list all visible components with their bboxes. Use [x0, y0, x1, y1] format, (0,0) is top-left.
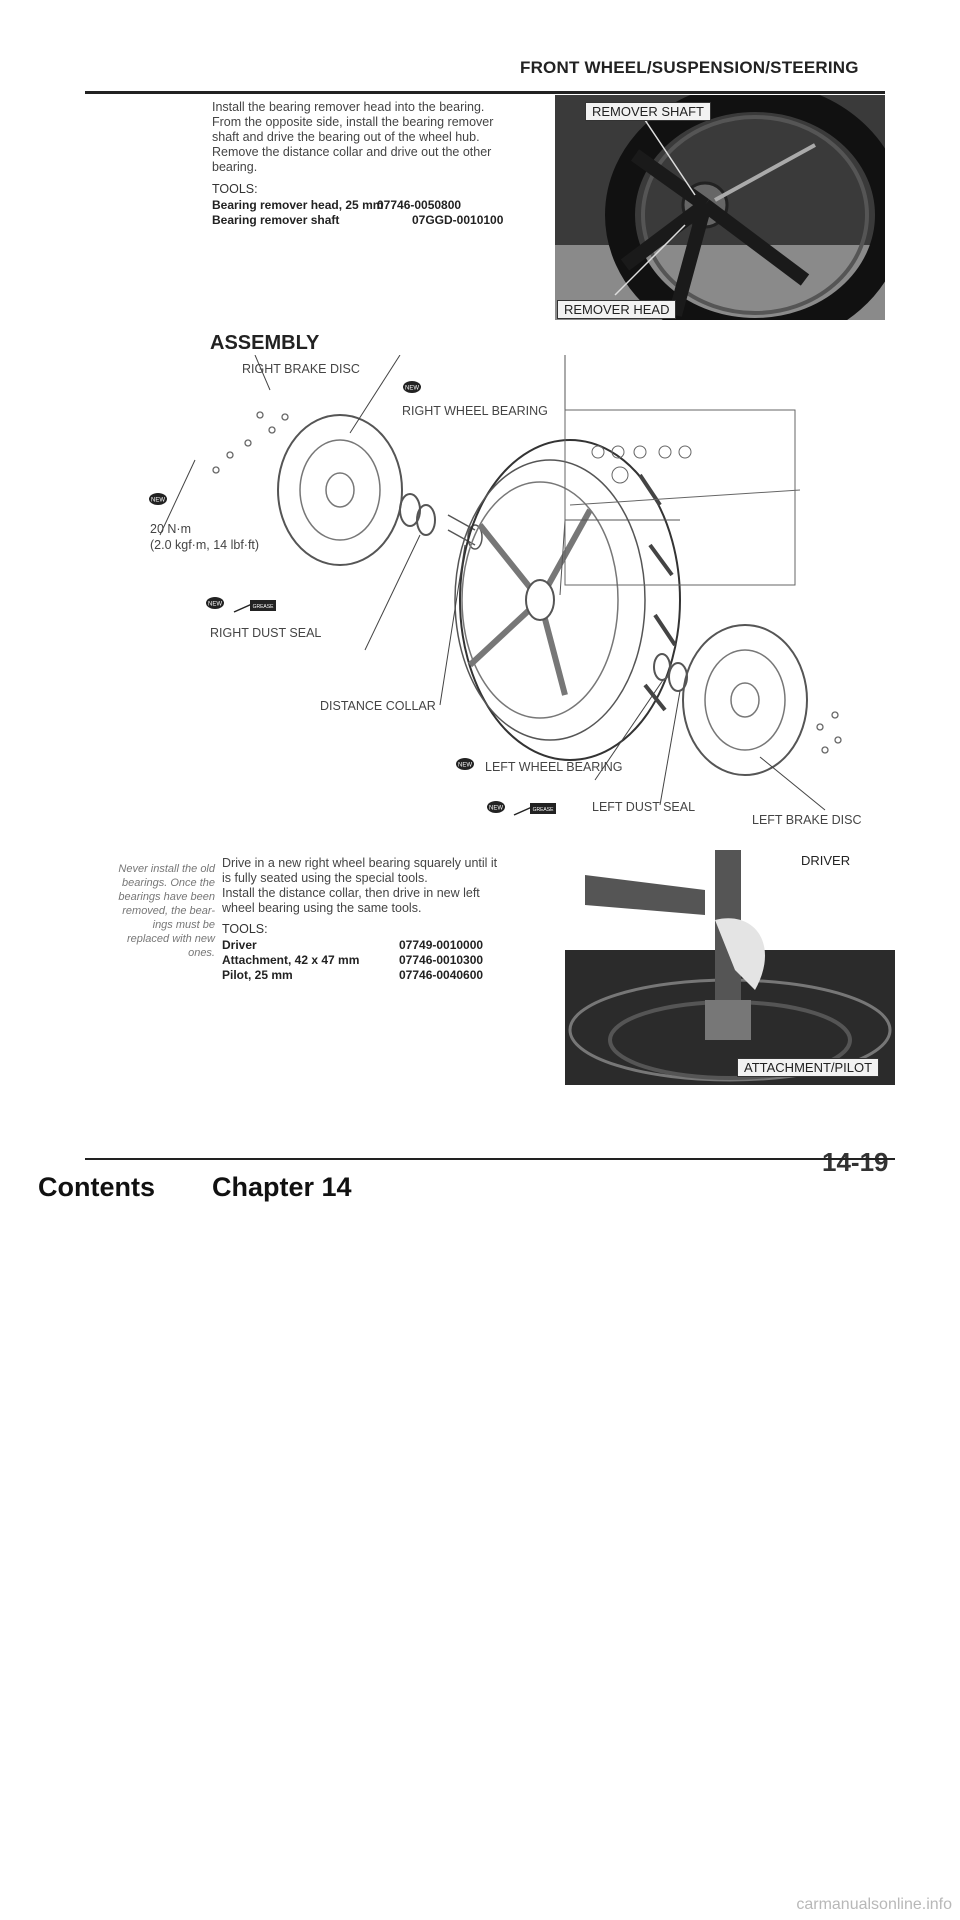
removal-line: shaft and drive the bearing out of the w…: [212, 130, 480, 144]
grease-icon: GREASE: [512, 797, 558, 822]
tool-row: Driver 07749-0010000: [222, 938, 562, 953]
tool-part-number: 07746-0040600: [399, 968, 484, 982]
installation-photo: DRIVER ATTACHMENT/PILOT: [565, 850, 895, 1085]
side-note-line: ings must be: [152, 919, 215, 931]
removal-line: Install the bearing remover head into th…: [212, 100, 485, 114]
tool-part-number: 07746-0050800: [377, 198, 462, 212]
assembly-exploded-diagram: [159, 355, 842, 811]
new-badge-icon: NEW: [486, 800, 506, 819]
side-note-warning: Never install the old bearings. Once the…: [65, 862, 215, 960]
tool-part-number: 07749-0010000: [399, 938, 484, 952]
svg-text:NEW: NEW: [489, 806, 503, 812]
left-brake-disc-drawing: [682, 624, 808, 776]
removal-photo: REMOVER SHAFT REMOVER HEAD: [555, 95, 885, 320]
side-note-line: bearings. Once the: [122, 877, 215, 889]
tool-name: Driver: [222, 938, 257, 952]
driver-photo-illustration: [565, 850, 895, 1085]
footer-divider: [85, 1158, 895, 1160]
new-badge-icon: NEW: [402, 380, 422, 399]
callout-left-dust-seal: LEFT DUST SEAL: [592, 800, 696, 814]
right-brake-disc-drawing: [277, 414, 403, 566]
front-wheel-tire-drawing: [454, 439, 681, 761]
svg-text:GREASE: GREASE: [253, 604, 275, 610]
tool-row: Bearing remover shaft 07GGD-0010100: [212, 213, 552, 228]
svg-text:NEW: NEW: [405, 386, 419, 392]
installation-line: is fully seated using the special tools.: [222, 871, 428, 885]
new-badge-icon: NEW: [148, 492, 168, 511]
svg-text:NEW: NEW: [458, 763, 472, 769]
new-badge-icon: NEW: [455, 757, 475, 776]
svg-text:GREASE: GREASE: [533, 807, 555, 813]
tool-name: Attachment, 42 x 47 mm: [222, 953, 360, 967]
removal-tools-list: Bearing remover head, 25 mm 07746-005080…: [212, 198, 552, 228]
callout-left-wheel-bearing: LEFT WHEEL BEARING: [485, 760, 623, 774]
installation-line: Drive in a new right wheel bearing squar…: [222, 856, 498, 870]
svg-text:NEW: NEW: [151, 498, 165, 504]
label-attachment-pilot: ATTACHMENT/PILOT: [737, 1058, 880, 1077]
callout-right-wheel-bearing: RIGHT WHEEL BEARING: [402, 404, 548, 418]
page-number: 14-19: [822, 1147, 889, 1177]
tool-row: Attachment, 42 x 47 mm 07746-0010300: [222, 953, 562, 968]
tool-name: Bearing remover head, 25 mm: [212, 198, 384, 212]
grease-icon: GREASE: [232, 594, 278, 619]
site-watermark: carmanualsonline.info: [796, 1896, 952, 1913]
side-note-line: removed, the bear-: [122, 905, 215, 917]
callout-left-brake-disc: LEFT BRAKE DISC: [752, 813, 862, 827]
label-driver: DRIVER: [801, 853, 851, 868]
tool-name: Pilot, 25 mm: [222, 968, 293, 982]
chapter-link[interactable]: Chapter 14: [212, 1172, 352, 1202]
callout-distance-collar: DISTANCE COLLAR: [320, 699, 436, 713]
callout-torque-conversion: (2.0 kgf·m, 14 lbf·ft): [150, 538, 260, 552]
installation-tools-list: Driver 07749-0010000 Attachment, 42 x 47…: [222, 938, 562, 983]
installation-line: Install the distance collar, then drive …: [222, 886, 480, 900]
tool-name: Bearing remover shaft: [212, 213, 340, 227]
installation-tools-heading: TOOLS:: [222, 922, 268, 936]
side-note-line: bearings have been: [118, 891, 215, 903]
detail-inset-drawing: [559, 355, 801, 596]
callout-right-brake-disc: RIGHT BRAKE DISC: [242, 362, 360, 376]
installation-line: wheel bearing using the same tools.: [222, 901, 422, 915]
removal-line: Remove the distance collar and drive out…: [212, 145, 492, 159]
callout-right-dust-seal: RIGHT DUST SEAL: [210, 626, 322, 640]
removal-line: bearing.: [212, 160, 258, 174]
side-note-line: ones.: [188, 947, 215, 959]
contents-link[interactable]: Contents: [38, 1172, 155, 1202]
new-badge-icon: NEW: [205, 596, 225, 615]
label-remover-shaft: REMOVER SHAFT: [585, 102, 711, 121]
tool-row: Bearing remover head, 25 mm 07746-005080…: [212, 198, 552, 213]
removal-line: From the opposite side, install the bear…: [212, 115, 494, 129]
header-divider: [85, 91, 885, 94]
side-note-line: replaced with new: [126, 933, 215, 945]
disc-bolts-drawing: [212, 411, 289, 474]
removal-paragraph: Install the bearing remover head into th…: [212, 100, 552, 175]
callout-torque-value: 20 N·m: [150, 522, 191, 536]
svg-text:NEW: NEW: [208, 602, 222, 608]
section-header-title: FRONT WHEEL/SUSPENSION/STEERING: [520, 58, 859, 77]
installation-paragraph: Drive in a new right wheel bearing squar…: [222, 856, 562, 916]
wheel-photo-illustration: [555, 95, 885, 320]
side-note-line: Never install the old: [118, 863, 215, 875]
removal-tools-heading: TOOLS:: [212, 182, 258, 196]
tool-part-number: 07746-0010300: [399, 953, 484, 967]
assembly-heading: ASSEMBLY: [210, 332, 320, 354]
tool-row: Pilot, 25 mm 07746-0040600: [222, 968, 562, 983]
label-remover-head: REMOVER HEAD: [557, 300, 677, 319]
tool-part-number: 07GGD-0010100: [412, 213, 504, 227]
